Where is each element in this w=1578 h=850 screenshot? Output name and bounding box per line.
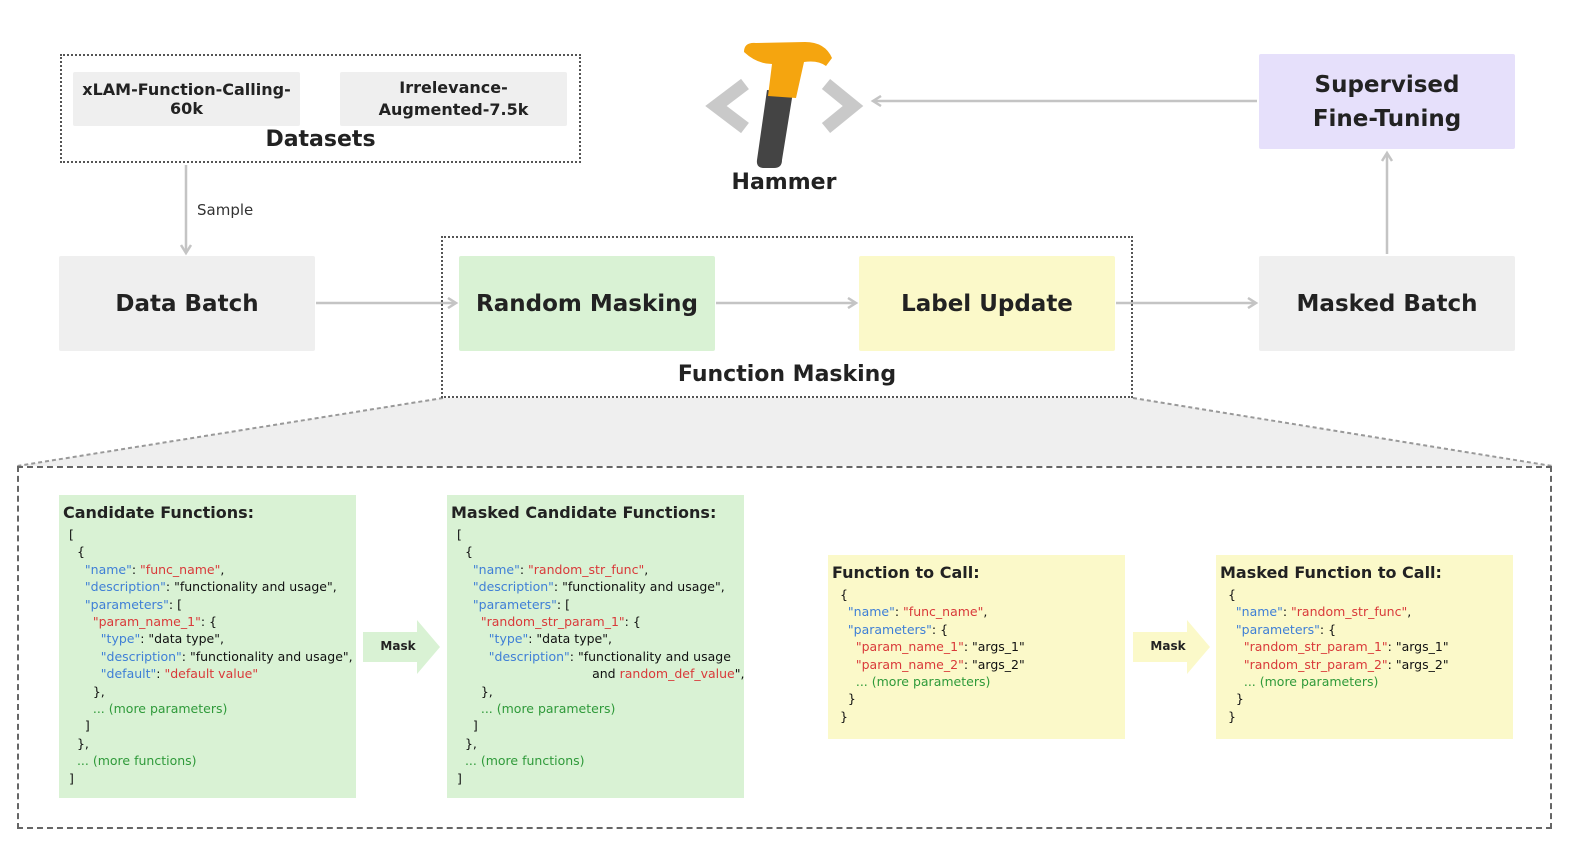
code-line: } [1220,708,1236,724]
code-line: ] [457,770,462,786]
code-line: [ [457,527,462,542]
code-line: "name": "random_str_func", [472,561,649,577]
function-to-call-panel: Function to Call: { "name": "func_name",… [828,555,1125,739]
candidate-functions-title: Candidate Functions: [63,503,255,522]
code-line: "default": "default value" [100,666,259,682]
code-line: "random_str_param_1": "args_1" [1243,639,1449,655]
code-line: "description": "functionality and usage"… [84,579,337,595]
code-line: { [832,587,848,602]
code-line: "parameters": [ [472,596,570,612]
code-line: "name": "func_name", [847,604,988,620]
masked-batch-box: Masked Batch [1259,256,1515,351]
code-line: ] [69,718,90,734]
code-line: "random_str_param_1": { [480,614,641,630]
sft-box: Supervised Fine-Tuning [1259,54,1515,149]
masked-candidate-functions-code: [ { "name": "random_str_func", "descript… [451,526,744,787]
datasets-title: Datasets [265,127,376,152]
code-line: { [457,544,473,560]
code-line: "description": "functionality and usage"… [100,648,353,664]
dataset-xlam: xLAM-Function-Calling-60k [73,72,300,126]
masked-function-to-call-panel: Masked Function to Call: { "name": "rand… [1216,555,1513,739]
code-line: "param_name_1": "args_1" [855,639,1025,655]
function-masking-group [441,236,1133,398]
code-line: ... (more functions) [76,753,197,769]
function-to-call-code: { "name": "func_name", "parameters": { "… [832,586,1125,725]
code-line: "description": "functionality and usage"… [472,579,725,595]
code-line: } [832,691,856,707]
masked-candidate-functions-panel: Masked Candidate Functions: [ { "name": … [447,495,744,798]
code-line: }, [457,735,477,751]
mask-label-right: Mask [1150,639,1186,653]
code-line: "name": "random_str_func", [1235,604,1412,620]
mask-arrow-left [363,620,440,674]
code-line: "type": "data type", [100,631,224,647]
code-line: "parameters": { [1235,621,1337,637]
function-masking-title: Function Masking [677,362,897,387]
sample-label: Sample [197,201,254,219]
code-line: ... (more parameters) [1243,674,1379,690]
data-batch-box: Data Batch [59,256,315,351]
code-line: [ [69,527,74,542]
zoom-trapezoid [17,398,1552,466]
code-line: "name": "func_name", [84,561,225,577]
code-line: { [1220,587,1236,602]
code-line: { [69,544,85,560]
code-line: ... (more parameters) [855,674,991,690]
detail-panel [17,466,1552,829]
masked-candidate-functions-title: Masked Candidate Functions: [451,503,717,522]
code-line: }, [457,683,493,699]
code-line: "param_name_2": "args_2" [855,656,1025,672]
code-line: } [1220,691,1244,707]
datasets-group [60,54,581,163]
function-to-call-title: Function to Call: [832,563,980,582]
dataset-irrelevance: Irrelevance- Augmented-7.5k [340,72,567,126]
masked-function-to-call-title: Masked Function to Call: [1220,563,1442,582]
code-line: ... (more parameters) [480,701,616,717]
mask-label-left: Mask [380,639,416,653]
code-line: and random_def_value", [457,666,745,682]
label-update-box: Label Update [859,256,1115,351]
code-line: }, [69,683,105,699]
random-masking-box: Random Masking [459,256,715,351]
code-line: ] [69,770,74,786]
code-line: ] [457,718,478,734]
code-line: "parameters": [ [84,596,182,612]
code-line: "random_str_param_2": "args_2" [1243,656,1449,672]
hammer-label: Hammer [731,170,837,195]
code-line: ... (more parameters) [92,701,228,717]
code-line: "type": "data type", [488,631,612,647]
mask-arrow-right [1133,620,1210,674]
code-line: "param_name_1": { [92,614,217,630]
candidate-functions-panel: Candidate Functions: [ { "name": "func_n… [59,495,356,798]
candidate-functions-code: [ { "name": "func_name", "description": … [63,526,356,787]
code-line: ... (more functions) [464,753,585,769]
code-line: } [832,708,848,724]
hammer-logo [705,42,864,168]
code-line: "description": "functionality and usage [488,648,731,664]
code-line: }, [69,735,89,751]
masked-function-to-call-code: { "name": "random_str_func", "parameters… [1220,586,1513,725]
code-line: "parameters": { [847,621,949,637]
